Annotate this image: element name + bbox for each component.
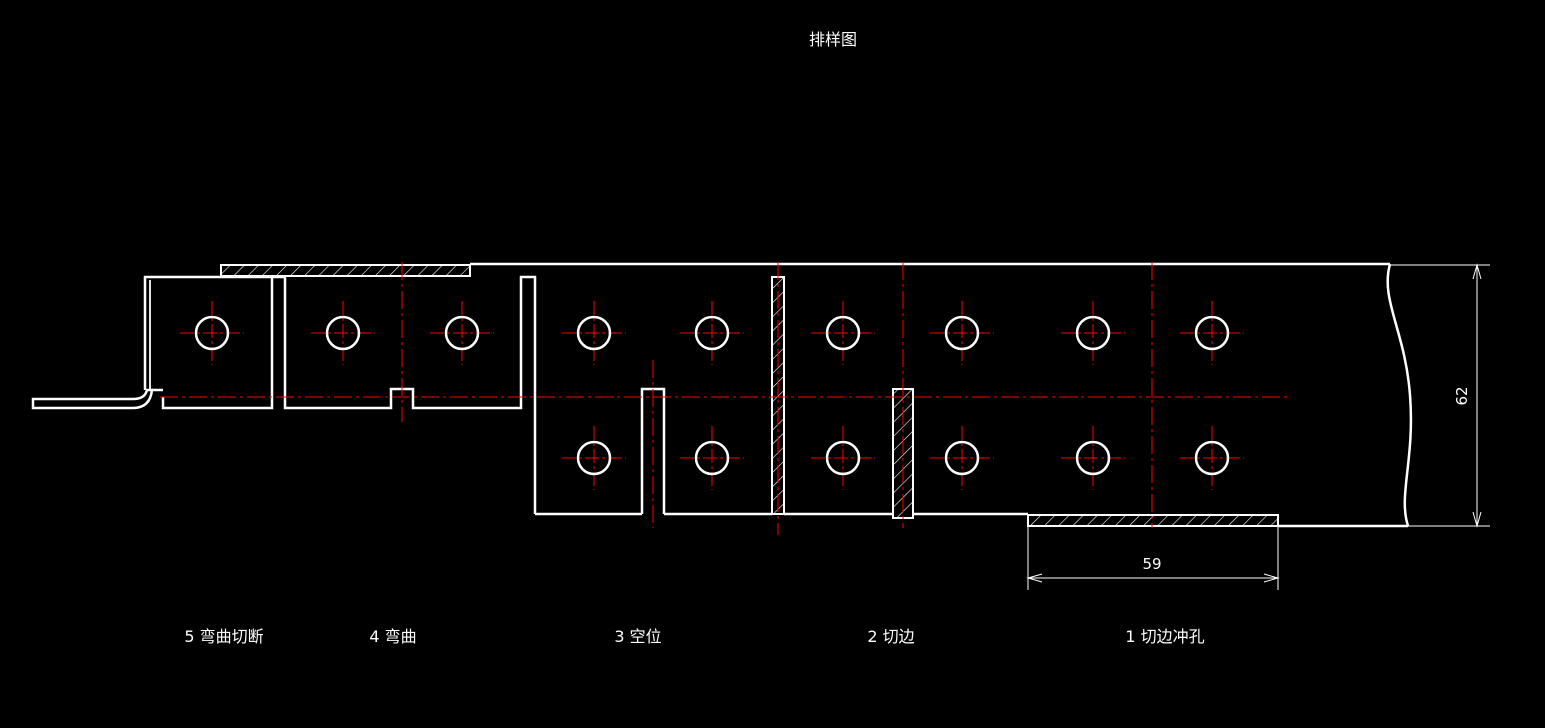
- station-label-4: 4 弯曲: [369, 627, 416, 646]
- hole: [1075, 315, 1111, 351]
- hole: [576, 315, 612, 351]
- pierced-holes: [180, 301, 1244, 490]
- hole: [576, 440, 612, 476]
- hole: [1194, 440, 1230, 476]
- hole: [325, 315, 361, 351]
- station-label-3: 3 空位: [614, 627, 661, 646]
- hole: [1075, 440, 1111, 476]
- hole: [944, 315, 980, 351]
- center-lines: [160, 262, 1290, 535]
- hole: [444, 315, 480, 351]
- station-label-1: 1 切边冲孔: [1125, 627, 1204, 646]
- dimension-pitch: [1026, 527, 1280, 590]
- hole: [694, 440, 730, 476]
- hole: [1194, 315, 1230, 351]
- hole: [694, 315, 730, 351]
- dimension-width: [1390, 263, 1490, 528]
- strip-outline: [31, 262, 1413, 528]
- dimension-width-label: 62: [1453, 386, 1471, 405]
- drawing-title: 排样图: [809, 30, 857, 49]
- station-label-5: 5 弯曲切断: [184, 627, 263, 646]
- hole: [944, 440, 980, 476]
- hole: [194, 315, 230, 351]
- dimension-pitch-label: 59: [1142, 555, 1161, 573]
- station-label-2: 2 切边: [867, 627, 914, 646]
- hole: [825, 440, 861, 476]
- cut-regions: [220, 264, 1279, 527]
- hole: [825, 315, 861, 351]
